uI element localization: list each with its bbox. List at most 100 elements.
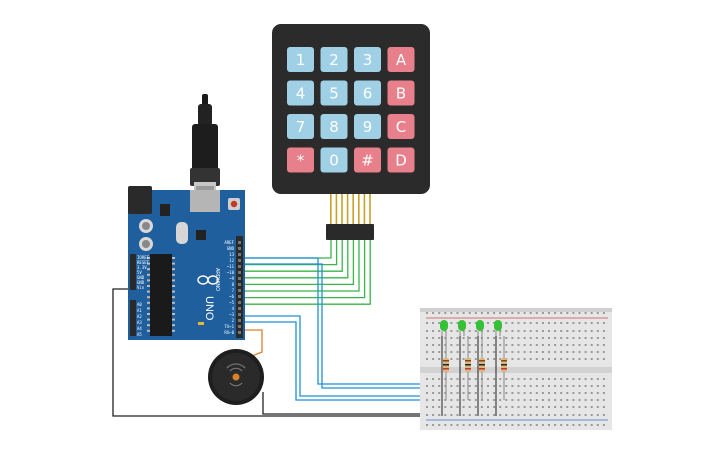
key-face	[354, 80, 381, 106]
resistor[interactable]	[459, 336, 471, 416]
keypad-wire	[245, 240, 349, 279]
digital-pin-label: ~9	[229, 276, 234, 281]
key-9[interactable]: 9	[354, 114, 381, 139]
key-c[interactable]: C	[387, 114, 415, 139]
led[interactable]	[476, 320, 484, 336]
key-face	[387, 114, 415, 139]
header-pin[interactable]	[238, 247, 241, 250]
board-name: UNO	[203, 296, 215, 321]
piezo-buzzer[interactable]	[208, 349, 264, 405]
led[interactable]	[440, 320, 448, 336]
keypad-pin	[369, 194, 371, 226]
header-pin[interactable]	[238, 307, 241, 310]
key-label: #	[361, 152, 374, 170]
keypad-pin	[335, 194, 338, 226]
key-face	[287, 47, 314, 72]
reset-button-cap	[230, 200, 238, 208]
key-a[interactable]: A	[387, 47, 415, 72]
resistor[interactable]	[441, 336, 449, 416]
key-face	[354, 147, 381, 173]
key-2[interactable]: 2	[320, 47, 348, 72]
power-pin-label: 3.3V	[137, 265, 147, 270]
key-label: 4	[296, 85, 306, 103]
key-hash[interactable]: #	[354, 147, 381, 173]
led-wires	[245, 257, 498, 401]
keypad-wires	[245, 240, 371, 305]
breadboard[interactable]	[420, 308, 612, 430]
resistors	[441, 336, 507, 416]
led[interactable]	[494, 320, 502, 336]
keypad-connector	[326, 194, 374, 240]
header-pin[interactable]	[238, 241, 241, 244]
key-face	[320, 147, 348, 173]
header-pin[interactable]	[238, 295, 241, 298]
key-face	[354, 114, 381, 139]
digital-pin-label: AREF	[224, 240, 234, 245]
analog-pin-label: A4	[137, 326, 142, 331]
key-star[interactable]: *	[287, 147, 314, 173]
key-8[interactable]: 8	[320, 114, 348, 139]
analog-pin-label: A5	[137, 332, 142, 337]
header-pin[interactable]	[238, 271, 241, 274]
key-label: A	[396, 51, 407, 69]
keypad-wire	[245, 240, 338, 266]
header-pin[interactable]	[238, 301, 241, 304]
header-pin[interactable]	[238, 283, 241, 286]
header-pin[interactable]	[238, 277, 241, 280]
key-6[interactable]: 6	[354, 80, 381, 106]
digital-pin-label: ~5	[229, 300, 234, 305]
digital-pin-label: GND	[227, 246, 235, 251]
arduino-uno-board[interactable]: ARDUINO UNO AREFGND1312~11~10~987~6~54~3…	[128, 186, 245, 340]
resistor[interactable]	[495, 336, 507, 416]
power-jack	[128, 186, 152, 214]
usb-port	[190, 190, 220, 212]
key-label: 8	[329, 118, 339, 136]
header-pin[interactable]	[238, 325, 241, 328]
key-3[interactable]: 3	[354, 47, 381, 72]
usb-chip	[196, 230, 206, 240]
leds	[440, 320, 502, 336]
key-7[interactable]: 7	[287, 114, 314, 139]
analog-pin-label: A2	[137, 314, 142, 319]
header-pin[interactable]	[238, 253, 241, 256]
key-1[interactable]: 1	[287, 47, 314, 72]
key-label: 3	[363, 51, 373, 69]
key-d[interactable]: D	[387, 147, 415, 173]
key-label: C	[396, 118, 406, 136]
header-pin[interactable]	[238, 331, 241, 334]
led-wire	[245, 315, 480, 397]
digital-header	[236, 236, 243, 338]
keypad-pin	[330, 194, 332, 226]
analog-pin-label: A3	[137, 320, 142, 325]
led-wire	[245, 263, 460, 389]
power-pin-label: 5V	[137, 270, 142, 275]
header-pin[interactable]	[238, 313, 241, 316]
ground-wire	[112, 288, 440, 417]
key-b[interactable]: B	[387, 80, 415, 106]
key-label: 5	[329, 85, 339, 103]
resistor[interactable]	[477, 336, 485, 416]
power-pin-label: RESET	[137, 260, 150, 265]
header-pin[interactable]	[238, 319, 241, 322]
key-label: 2	[329, 51, 339, 69]
digital-pin-label: ~6	[229, 294, 234, 299]
key-face	[387, 80, 415, 106]
header-pin[interactable]	[238, 289, 241, 292]
header-pin[interactable]	[238, 259, 241, 262]
key-4[interactable]: 4	[287, 80, 314, 106]
analog-pin-label: A1	[137, 308, 142, 313]
digital-pin-label: ~10	[227, 270, 235, 275]
header-pin[interactable]	[238, 265, 241, 268]
power-pin-label: IOREF	[137, 255, 150, 260]
led[interactable]	[458, 320, 466, 336]
key-5[interactable]: 5	[320, 80, 348, 106]
key-face	[287, 114, 314, 139]
key-face	[320, 80, 348, 106]
key-label: 9	[363, 118, 373, 136]
key-0[interactable]: 0	[320, 147, 348, 173]
power-pin-label: GND	[137, 280, 145, 285]
keypad-wire	[245, 240, 360, 292]
power-pin-label: Vin	[137, 285, 145, 290]
